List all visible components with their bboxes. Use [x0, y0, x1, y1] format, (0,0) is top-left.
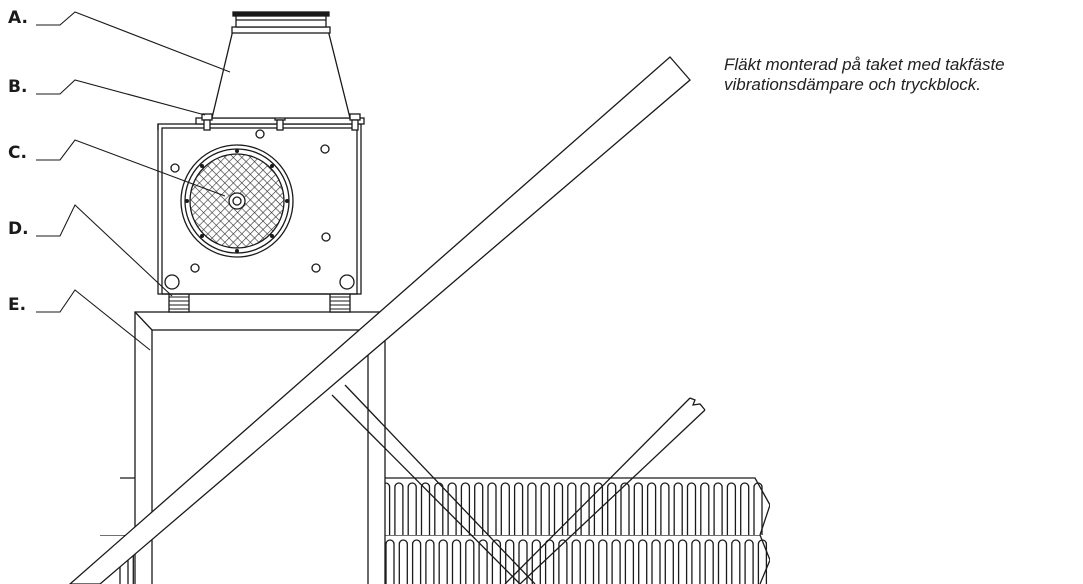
insulation-loop — [478, 539, 488, 584]
label-c: C. — [8, 143, 27, 163]
insulation-loop — [398, 539, 408, 584]
insulation-loop — [717, 539, 728, 584]
caption-line-2: vibrationsdämpare och tryckblock. — [724, 75, 982, 94]
insulation-loop — [491, 539, 502, 584]
insulation-loop — [513, 482, 524, 535]
insulation-loop — [447, 482, 457, 535]
insulation-loop — [451, 539, 462, 584]
insulation-loop — [394, 482, 404, 535]
roof-beam — [69, 56, 691, 584]
insulation-loop — [544, 539, 555, 584]
insulation-loop — [691, 539, 701, 584]
label-a: A. — [8, 8, 28, 28]
insulation-loop — [420, 482, 431, 535]
insulation-loop — [757, 539, 768, 584]
insulation-loop — [704, 539, 714, 584]
insulation-loop — [713, 482, 723, 535]
insulation-loop — [425, 539, 435, 584]
diagram-caption: Fläkt monterad på taket med takfäste vib… — [724, 55, 1079, 95]
insulation-loop — [571, 539, 581, 584]
insulation-loop — [500, 482, 510, 535]
insulation-loop — [558, 539, 568, 584]
insulation-loop — [584, 539, 595, 584]
leader-lines — [36, 11, 231, 351]
insulation-loop — [744, 539, 754, 584]
insulation-loop — [434, 482, 444, 535]
insulation-loop — [638, 539, 648, 584]
insulation-loop — [474, 482, 484, 535]
insulation-loop — [580, 482, 590, 535]
insulation-loop — [518, 539, 528, 584]
fan-inlet-grille — [180, 144, 294, 258]
insulation-loop — [646, 482, 657, 535]
caption-line-1: Fläkt monterad på taket med takfäste — [724, 55, 1005, 74]
insulation-loop — [673, 482, 683, 535]
label-e: E. — [8, 295, 26, 315]
insulation-loop — [740, 482, 750, 535]
insulation-loop — [700, 482, 710, 535]
insulation-loop — [611, 539, 621, 584]
vibration-dampers — [168, 292, 351, 313]
insulation-loop — [487, 482, 497, 535]
label-d: D. — [8, 219, 29, 239]
insulation-loop — [686, 482, 697, 535]
insulation-loop — [567, 482, 577, 535]
insulation-loop — [505, 539, 515, 584]
insulation-loop — [531, 539, 541, 584]
insulation-loop — [438, 539, 448, 584]
insulation-loop — [460, 482, 471, 535]
insulation-loop — [731, 539, 741, 584]
insulation-loop — [607, 482, 617, 535]
insulation-loop — [465, 539, 475, 584]
insulation-loop — [527, 482, 537, 535]
insulation-loop — [411, 539, 422, 584]
outlet-transition — [211, 11, 351, 119]
insulation-loop — [753, 482, 763, 535]
insulation-loop — [651, 539, 661, 584]
insulation-loop — [598, 539, 608, 584]
insulation-loop — [677, 539, 688, 584]
insulation-loop — [664, 539, 674, 584]
insulation-loop — [553, 482, 564, 535]
insulation-loop — [624, 539, 635, 584]
label-b: B. — [8, 77, 27, 97]
insulation-loop — [540, 482, 550, 535]
insulation-loop — [385, 539, 395, 584]
cross-braces — [331, 384, 706, 584]
insulation-loop — [407, 482, 417, 535]
insulation-loop — [633, 482, 643, 535]
insulation-loop — [726, 482, 737, 535]
insulation-loop — [660, 482, 670, 535]
insulation-loop — [620, 482, 630, 535]
